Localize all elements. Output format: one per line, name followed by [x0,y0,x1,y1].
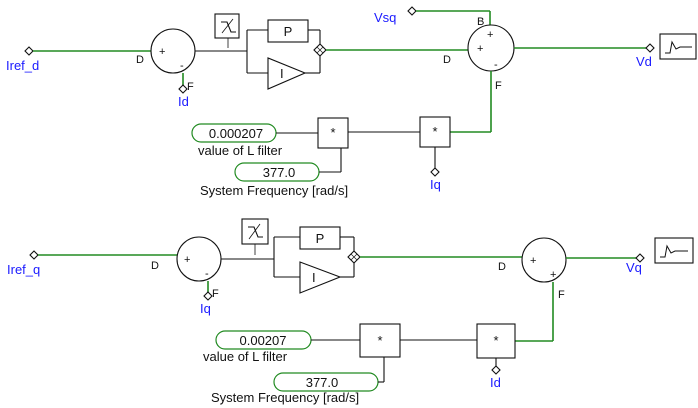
multiplier-d1[interactable]: * [317,117,349,149]
label-iref-q: Iref_q [7,262,40,277]
sign-minus: - [205,268,209,280]
sign-plus-top: + [487,29,493,41]
i-label: I [312,270,316,285]
label-iref-d: Iref_d [6,58,39,73]
port-D2: D [443,54,451,66]
pi-sum-node-d[interactable] [313,43,327,57]
mult-label: * [377,333,382,348]
sum-junction-d1[interactable]: + - D F [136,28,196,93]
scope-icon[interactable] [654,237,694,264]
multiplier-q1[interactable]: * [359,323,401,358]
limiter-icon[interactable] [241,218,269,255]
label-id-coupling: Id [490,375,501,390]
label-vq: Vq [626,260,642,275]
sign-plus: + [184,254,190,266]
label-iq-coupling: Iq [430,177,441,192]
sign-plus: + [159,46,165,58]
multiplier-d2[interactable]: * [419,116,451,148]
const-frequency-q[interactable]: 377.0 [273,372,379,392]
sign-minus: - [180,60,184,72]
scope-icon[interactable] [659,33,697,60]
mult-label: * [493,333,498,348]
sum-junction-d2[interactable]: + + - B D F [443,16,515,92]
sign-plus-left: + [530,255,536,267]
port-iref-q[interactable]: Iref_q [7,250,40,277]
label-iq: Iq [200,301,211,316]
inductance-caption-q: value of L filter [203,349,288,364]
mult-label: * [432,124,437,139]
port-F: F [212,288,219,300]
p-label: P [316,231,325,246]
port-D2: D [498,261,506,273]
frequency-caption-d: System Frequency [rad/s] [200,183,348,198]
proportional-block-q[interactable]: P [299,226,341,250]
frequency-caption-q: System Frequency [rad/s] [211,390,359,405]
integral-block-q[interactable]: I [299,261,342,294]
frequency-value-q: 377.0 [306,375,339,390]
frequency-value-d: 377.0 [263,165,296,180]
inductance-value-d: 0.000207 [209,126,263,141]
sign-minus-bottom: - [494,59,498,71]
sum-junction-q2[interactable]: + + D F [498,237,567,301]
label-id: Id [178,94,189,109]
port-F2: F [495,80,502,92]
port-vd[interactable]: Vd [636,43,655,69]
p-label: P [284,24,293,39]
port-F: F [187,81,194,93]
sign-plus-left: + [477,43,483,55]
const-inductance-d[interactable]: 0.000207 [191,123,277,143]
port-iq[interactable]: Iq [200,291,213,316]
q-axis-controller: Iref_q + - D F Iq P [7,218,694,405]
port-F2: F [558,289,565,301]
i-label: I [280,66,284,81]
port-id[interactable]: Id [178,84,189,109]
integral-block-d[interactable]: I [267,57,307,90]
port-D: D [136,54,144,66]
limiter-icon[interactable] [214,13,240,48]
port-B: B [477,16,484,28]
port-iq-coupling[interactable]: Iq [430,167,441,192]
port-vq[interactable]: Vq [626,253,645,275]
label-vd: Vd [636,54,652,69]
pi-sum-node-q[interactable] [347,250,361,264]
const-inductance-q[interactable]: 0.00207 [215,330,312,350]
inductance-caption-d: value of L filter [198,143,283,158]
label-vsq: Vsq [374,10,396,25]
sum-junction-q1[interactable]: + - D F [151,236,222,300]
mult-label: * [330,125,335,140]
inductance-value-q: 0.00207 [240,333,287,348]
port-D: D [151,260,159,272]
const-frequency-d[interactable]: 377.0 [234,162,320,182]
sign-plus-bottom: + [550,269,556,281]
port-id-coupling[interactable]: Id [490,365,501,390]
port-vsq[interactable]: Vsq [374,6,417,25]
port-iref-d[interactable]: Iref_d [6,46,39,73]
multiplier-q2[interactable]: * [476,323,516,359]
d-axis-controller: Iref_d + - D F Id [6,6,697,198]
proportional-block-d[interactable]: P [267,19,309,43]
